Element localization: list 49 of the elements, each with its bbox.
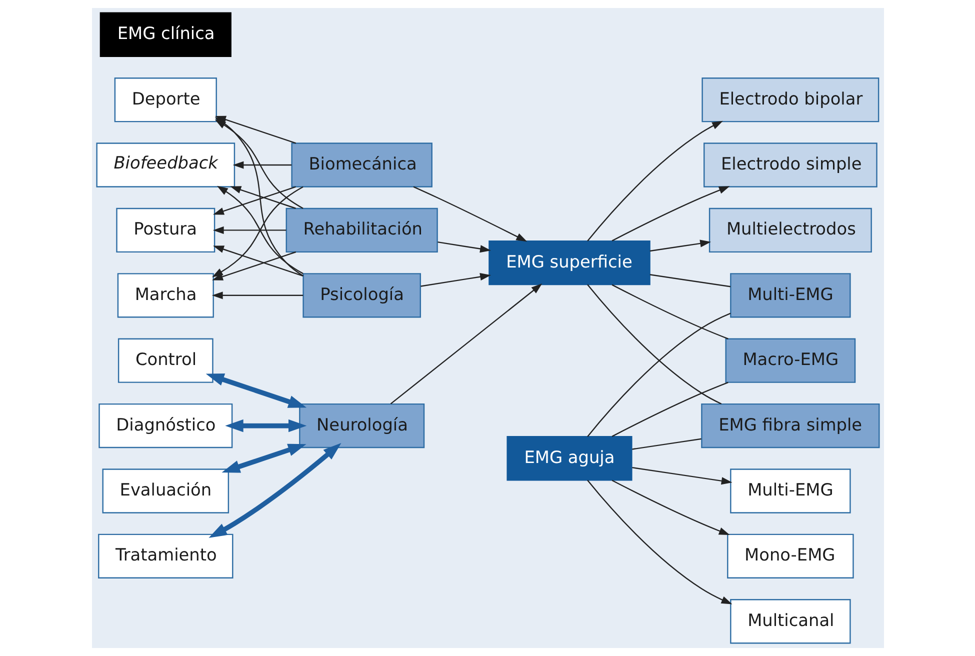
arrow xyxy=(211,292,303,300)
arrow xyxy=(212,186,296,215)
arrow xyxy=(412,186,527,242)
connector xyxy=(611,382,728,437)
arrow xyxy=(221,444,306,473)
node-box: Multi-EMG xyxy=(730,273,850,318)
node-box: Psicología xyxy=(302,273,420,318)
node-box: Electrodo simple xyxy=(703,142,877,188)
node-box: Biofeedback xyxy=(96,142,235,188)
arrow xyxy=(586,120,723,242)
connector xyxy=(586,284,722,404)
node-box: Biomecánica xyxy=(290,142,432,188)
connector xyxy=(649,274,730,288)
node-box: Control xyxy=(117,338,213,383)
arrow xyxy=(586,480,732,604)
node-box: Diagnóstico xyxy=(98,403,232,448)
connector xyxy=(611,284,728,340)
connector xyxy=(586,312,730,437)
node-box: Rehabilitación xyxy=(285,208,438,253)
node-box: Multi-EMG xyxy=(730,468,850,514)
node-box: Multielectrodos xyxy=(708,208,872,253)
node-box: Neurología xyxy=(298,403,424,448)
arrow xyxy=(230,186,296,209)
arrow xyxy=(390,284,542,404)
arrow xyxy=(224,419,306,432)
node-box: Marcha xyxy=(116,273,214,318)
node-box: Evaluación xyxy=(102,468,229,514)
arrow xyxy=(649,240,710,252)
node-box: Deporte xyxy=(114,77,216,122)
node-box: EMG superficie xyxy=(488,240,650,286)
arrow xyxy=(611,480,730,536)
arrow xyxy=(420,273,490,287)
node-box: Electrodo bipolar xyxy=(701,77,879,122)
arrow xyxy=(208,442,341,538)
node-box: EMG fibra simple xyxy=(700,403,880,448)
arrow xyxy=(632,466,732,485)
arrow xyxy=(611,186,730,242)
node-box: Postura xyxy=(116,208,215,253)
arrow xyxy=(437,241,490,253)
node-box: Tratamiento xyxy=(98,534,233,579)
connector xyxy=(632,438,701,450)
node-box: Mono-EMG xyxy=(726,534,854,579)
node-box: EMG aguja xyxy=(506,436,632,481)
node-box: Multicanal xyxy=(730,599,850,644)
arrow xyxy=(232,161,292,169)
node-box: EMG clínica xyxy=(99,12,231,57)
arrow xyxy=(212,226,286,234)
arrow xyxy=(205,374,306,408)
node-box: Macro-EMG xyxy=(724,338,856,383)
